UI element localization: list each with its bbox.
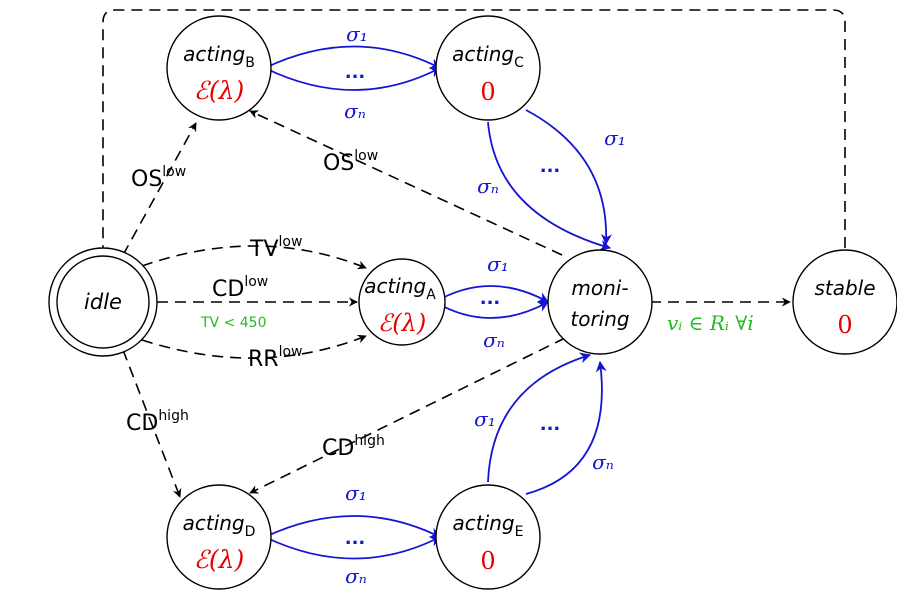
- node-acting-e-value: 0: [480, 547, 495, 575]
- node-acting-b-label: acting: [183, 42, 245, 66]
- label-sigma-last: σₙ: [483, 328, 505, 352]
- label-dots: ...: [540, 156, 561, 177]
- node-stable: stable 0: [792, 249, 897, 355]
- svg-text:actingA: actingA: [364, 274, 436, 303]
- node-acting-e-label: acting: [453, 511, 515, 535]
- node-monitoring-line2: toring: [570, 307, 629, 331]
- node-acting-b-value: ℰ(λ): [194, 76, 245, 105]
- label-dots: ...: [345, 528, 366, 549]
- node-acting-c-value: 0: [480, 78, 495, 106]
- svg-text:actingE: actingE: [453, 511, 524, 540]
- node-acting-a: actingA ℰ(λ): [358, 258, 446, 346]
- label-idle-to-a-rr: RRlow: [248, 344, 302, 372]
- edge-c-to-monitoring-right: [525, 109, 612, 246]
- node-acting-c-sub: C: [514, 55, 524, 71]
- edge-monitoring-to-acting-d: [249, 337, 566, 494]
- edge-idle-to-acting-a-rr: [141, 334, 367, 359]
- label-sigma-last: σₙ: [477, 174, 499, 198]
- node-acting-e-sub: E: [515, 524, 524, 540]
- node-acting-d: actingD ℰ(λ): [166, 484, 272, 590]
- label-sigma-first: σ₁: [345, 481, 367, 505]
- edge-idle-to-acting-b: [122, 122, 197, 256]
- node-acting-c-label: acting: [452, 42, 514, 66]
- edge-e-to-monitoring-left: [487, 352, 592, 483]
- edge-monitoring-to-acting-b: [249, 110, 563, 256]
- node-stable-value: 0: [837, 311, 852, 339]
- node-monitoring: moni- toring: [547, 249, 653, 355]
- label-sigma-last: σₙ: [344, 99, 366, 123]
- label-monitoring-to-b: OSlow: [323, 148, 378, 176]
- label-dots: ...: [480, 288, 501, 309]
- label-idle-to-a-tv: TVlow: [249, 234, 302, 262]
- svg-text:actingC: actingC: [452, 42, 524, 71]
- node-acting-a-label: acting: [364, 274, 426, 298]
- edge-a-to-monitoring-top: [434, 285, 549, 303]
- label-sigma-last: σₙ: [345, 564, 367, 588]
- svg-text:actingD: actingD: [183, 511, 256, 540]
- edge-stable-to-idle: [98, 9, 846, 256]
- transition-labels-c-monitoring: σ₁ ... σₙ: [477, 126, 626, 198]
- node-idle-label: idle: [84, 290, 122, 314]
- edge-a-to-monitoring-bottom: [434, 301, 549, 319]
- label-sigma-first: σ₁: [487, 252, 509, 276]
- svg-text:actingB: actingB: [183, 42, 255, 71]
- node-acting-c: actingC 0: [435, 15, 541, 121]
- edge-d-to-e-top: [264, 515, 441, 538]
- transition-labels-b-c: σ₁ ... σₙ: [344, 22, 368, 123]
- node-acting-d-value: ℰ(λ): [194, 545, 245, 574]
- node-stable-label: stable: [814, 276, 875, 300]
- node-acting-b-sub: B: [245, 55, 255, 71]
- node-monitoring-line1: moni-: [571, 276, 628, 300]
- edge-b-to-c-bottom: [264, 67, 441, 91]
- condition-monitoring-to-stable: vᵢ ∈ Rᵢ ∀i: [667, 311, 754, 335]
- label-sigma-first: σ₁: [474, 407, 496, 431]
- node-acting-d-label: acting: [183, 511, 245, 535]
- edge-e-to-monitoring-right: [525, 360, 607, 495]
- node-acting-a-value: ℰ(λ): [378, 309, 426, 337]
- label-idle-to-a-cd: CDlow: [212, 274, 268, 302]
- label-sigma-last: σₙ: [592, 450, 614, 474]
- node-acting-d-sub: D: [245, 524, 256, 540]
- label-sigma-first: σ₁: [346, 22, 368, 46]
- label-idle-to-b: OSlow: [131, 164, 186, 192]
- node-acting-b: actingB ℰ(λ): [166, 15, 272, 121]
- label-dots: ...: [345, 62, 366, 83]
- label-sigma-first: σ₁: [604, 126, 626, 150]
- node-idle: idle: [48, 247, 158, 357]
- label-monitoring-to-d: CDhigh: [322, 433, 385, 461]
- transition-labels-e-monitoring: σ₁ ... σₙ: [474, 407, 614, 474]
- edge-idle-to-acting-d: [122, 349, 182, 498]
- node-acting-a-sub: A: [426, 287, 436, 303]
- transition-labels-d-e: σ₁ ... σₙ: [345, 481, 367, 588]
- transition-labels-a-monitoring: σ₁ ... σₙ: [480, 252, 509, 352]
- node-acting-e: actingE 0: [435, 484, 541, 590]
- edge-d-to-e-bottom: [264, 536, 441, 560]
- label-idle-to-d: CDhigh: [126, 408, 189, 436]
- edge-c-to-monitoring-left: [487, 121, 612, 251]
- edge-b-to-c-top: [264, 45, 441, 69]
- edge-idle-to-acting-a-tv: [141, 245, 367, 270]
- label-dots: ...: [540, 414, 561, 435]
- condition-idle-to-a-cd: TV < 450: [200, 315, 266, 331]
